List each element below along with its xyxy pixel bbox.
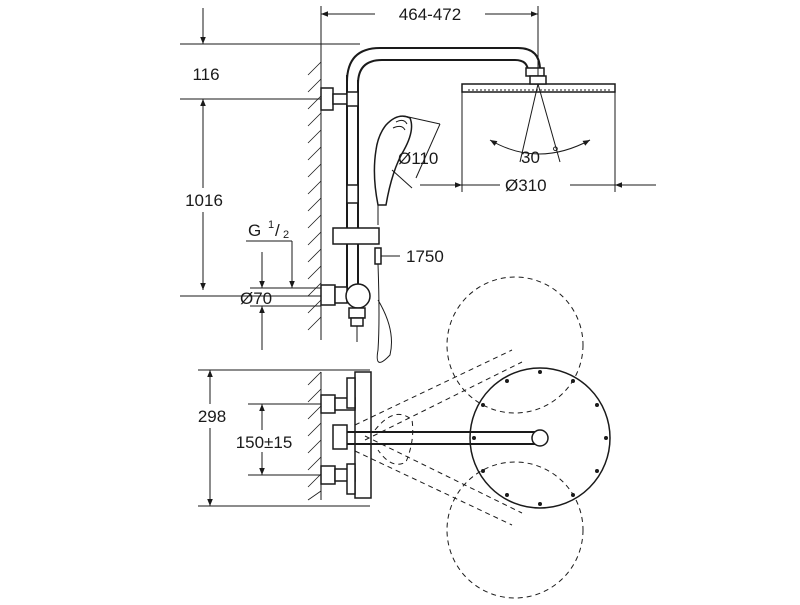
dim-310-label: Ø310 (505, 176, 547, 195)
pipe-coupling (346, 184, 359, 204)
arm-connector (525, 67, 545, 77)
dim-head: Ø310 (420, 172, 656, 195)
dim-30-unit: ° (552, 143, 559, 162)
dim-arm-length: 464-472 (320, 5, 539, 76)
dim-116-label: 116 (192, 65, 219, 84)
dim-110-label: Ø110 (398, 149, 438, 168)
top-wall-hatching (307, 371, 322, 501)
dim-hand-shower: Ø110 (398, 123, 441, 179)
shower-head-side (461, 75, 616, 192)
dim-298-label: 298 (198, 407, 226, 426)
hand-shower-side (373, 115, 441, 225)
thread-numerator: 1 (268, 219, 274, 231)
dim-arm-length-label: 464-472 (399, 5, 461, 24)
overhead-arm (346, 47, 545, 85)
dim-outlet: Ø70 (240, 252, 321, 350)
shower-head-top (469, 367, 611, 509)
tilt-line-right (537, 83, 561, 163)
riser-pipe (346, 75, 359, 295)
swivel-positions (354, 276, 584, 599)
tilt-line-left (519, 83, 539, 163)
top-view: 298 150±15 (184, 276, 611, 599)
dim-depth: 298 (184, 369, 370, 507)
dim-1016-label: 1016 (185, 191, 223, 210)
dim-thread: G 1 / 2 (246, 219, 295, 288)
arm-top (347, 429, 549, 447)
wall-bracket (320, 87, 359, 111)
thread-denominator: 2 (283, 229, 289, 241)
dim-1750-label: 1750 (406, 247, 444, 266)
dim-30-label: 30 (521, 148, 540, 167)
dim-wall-bracket: 116 (180, 8, 360, 290)
dim-hose: 1750 (381, 247, 444, 266)
dim-spacing: 150±15 (225, 403, 321, 476)
svg-text:/: / (275, 221, 280, 240)
wall-hatching (307, 61, 322, 331)
mixer-top (320, 371, 372, 499)
hose (376, 263, 392, 363)
hand-shower-top (374, 413, 414, 465)
side-view: 464-472 116 1016 G 1 / 2 (178, 5, 656, 363)
thread-g-label: G (248, 221, 261, 240)
thermostat-mixer (320, 283, 371, 342)
dim-height: 1016 (178, 188, 300, 297)
hand-shower-holder (332, 227, 382, 265)
dim-70-label: Ø70 (240, 289, 272, 308)
dim-tilt: 30 ° (521, 143, 559, 167)
tilt-arc (489, 139, 591, 155)
dim-150-label: 150±15 (236, 433, 293, 452)
